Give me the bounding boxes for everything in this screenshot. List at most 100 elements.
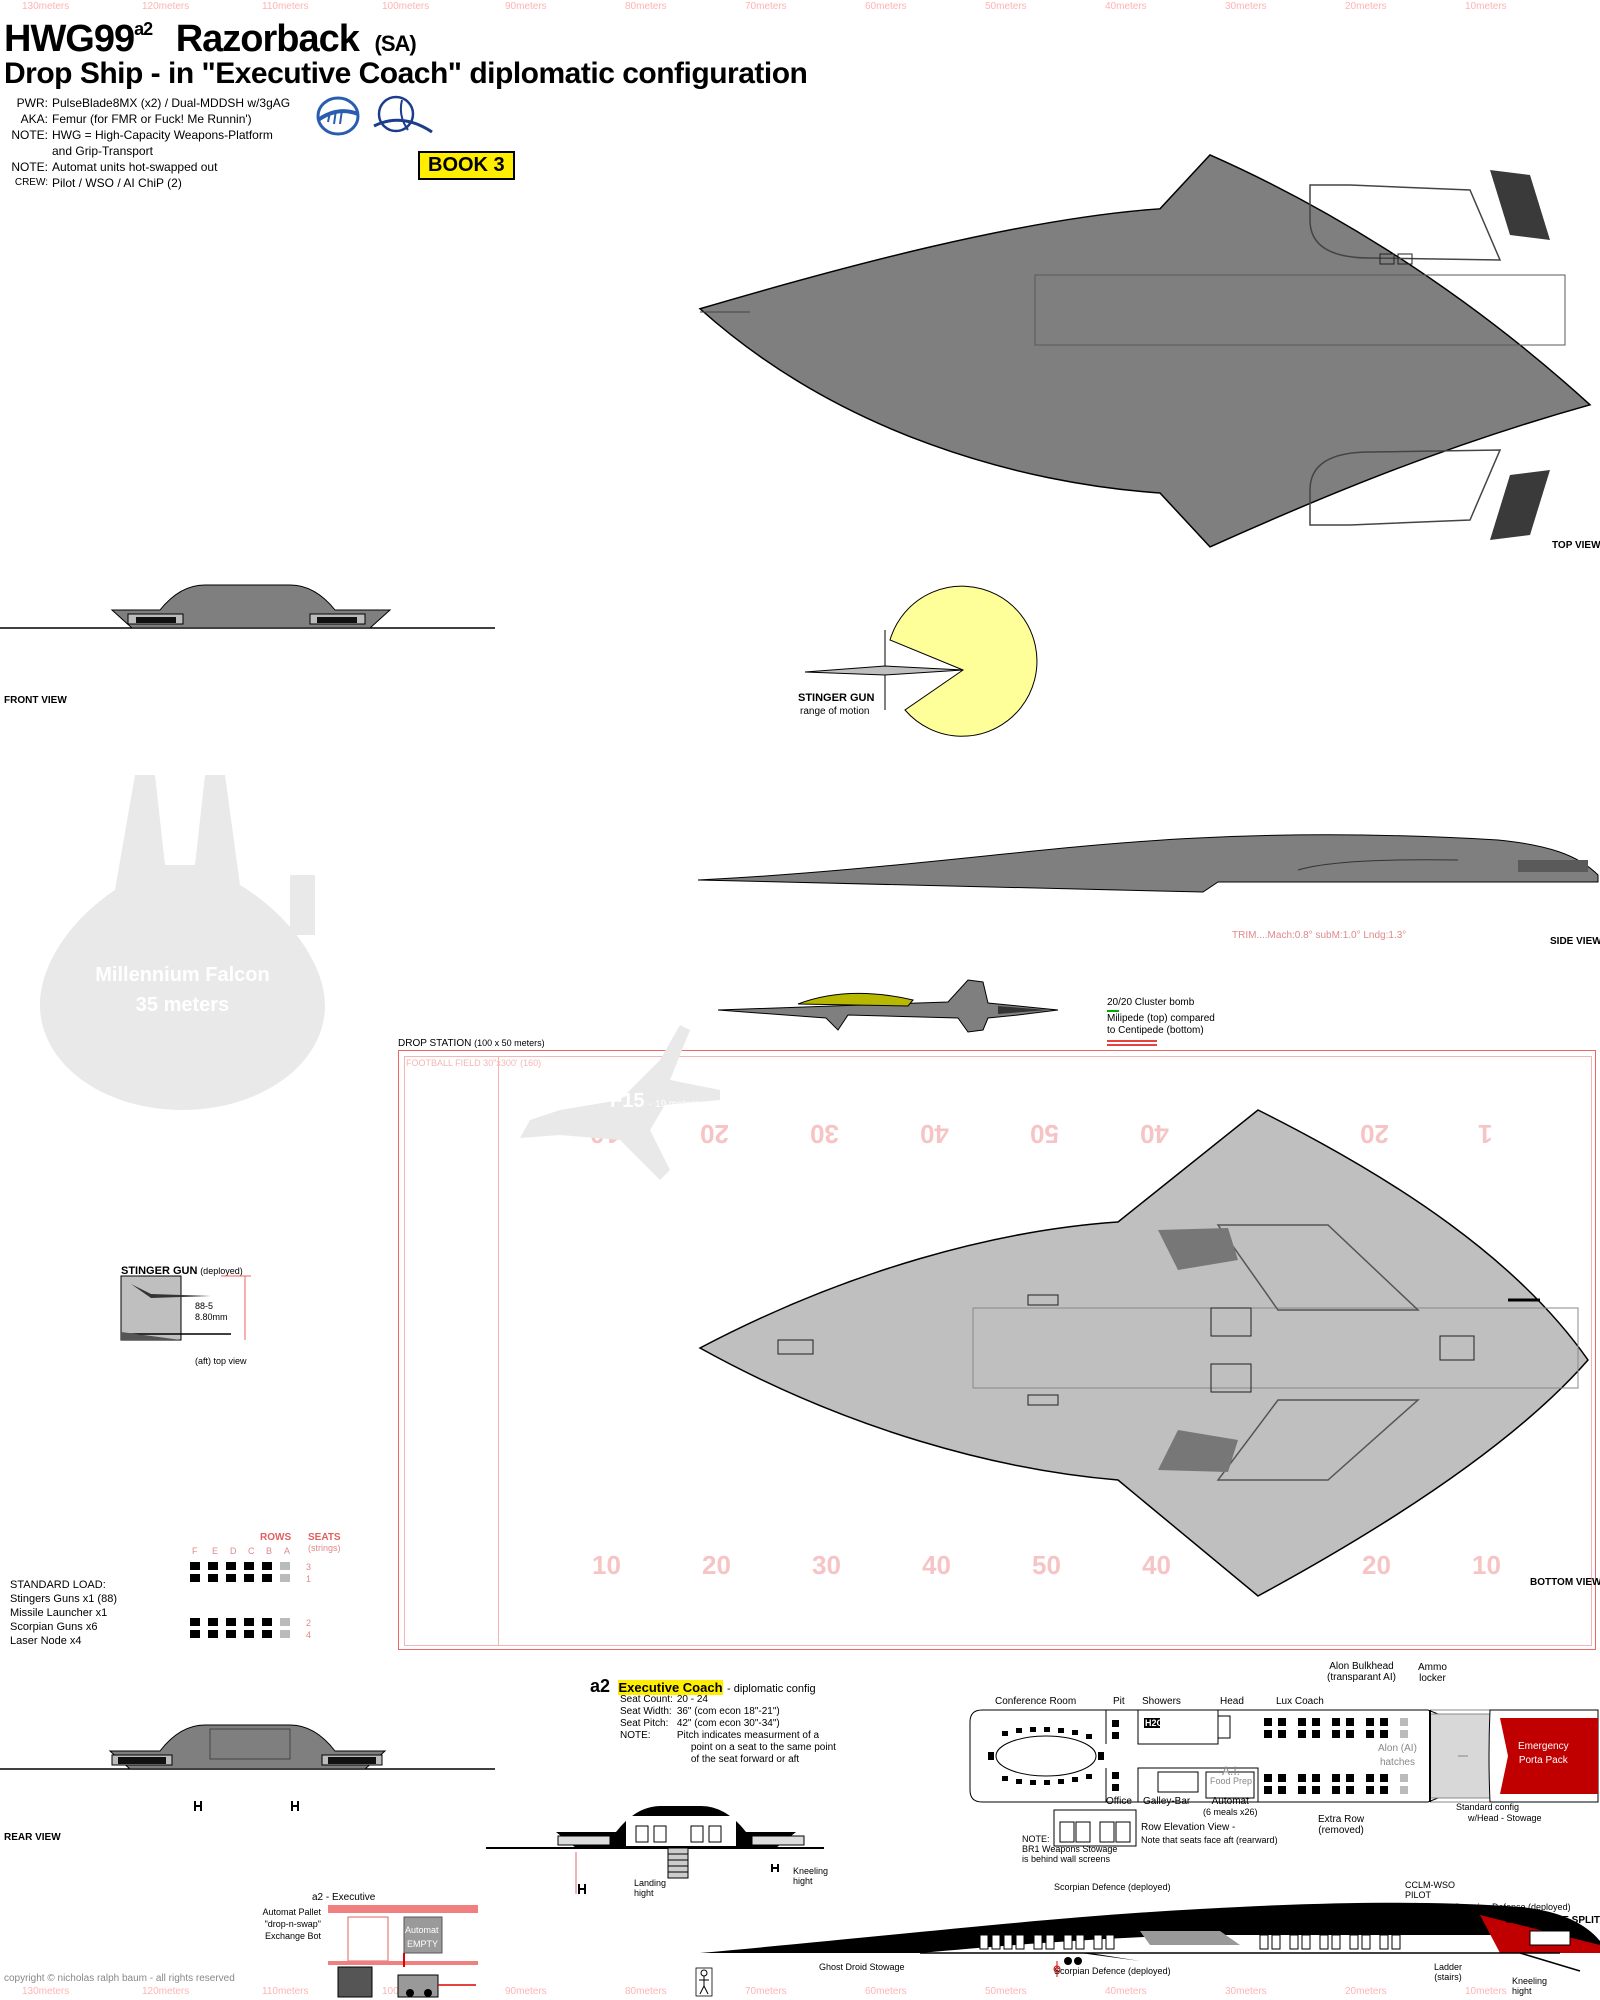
spec-row: AKA:Femur (for FMR or Fuck! Me Runnin') [4, 111, 294, 127]
side-section-drawing [700, 1902, 1600, 1977]
cluster-bomb-title: 20/20 Cluster bomb [1107, 997, 1195, 1008]
spec-row: NOTE:Automat units hot-swapped out [4, 159, 294, 175]
floor-conference-label: Conference Room [995, 1696, 1077, 1707]
boeing-logo-icon [373, 95, 433, 134]
agency-logo-icon [316, 96, 360, 136]
ammo-line: Ammo [1418, 1662, 1447, 1673]
yard-number: 40 [922, 1550, 951, 1580]
yard-number: 40 [1142, 1550, 1171, 1580]
ai-food-prep-label: A.I. Food Prep [1210, 1765, 1253, 1786]
ship-name: Razorback [175, 18, 360, 60]
stinger-aft-label: (aft) top view [195, 1356, 247, 1366]
model-number: HWG99 [4, 18, 135, 60]
floor-lux-label: Lux Coach [1276, 1696, 1324, 1707]
standard-load-item: Missile Launcher x1 [10, 1607, 108, 1619]
ladder-line: Ladder [1434, 1962, 1463, 1972]
rows-header: ROWS [260, 1532, 292, 1543]
side-hight-line: hight [1512, 1986, 1532, 1996]
yard-number: 30 [812, 1550, 841, 1580]
spec-key: CREW: [14, 177, 48, 188]
kneeling-hight: hight [793, 1876, 813, 1886]
strings-header: (strings) [308, 1543, 341, 1553]
ladder-label: Ladder (stairs) [1434, 1962, 1462, 1982]
floor-automat-label: Automat (6 meals x26) [1203, 1796, 1258, 1818]
seat-col-label: B [266, 1546, 273, 1556]
yard-number: 20 [1362, 1550, 1391, 1580]
page-subtitle: Drop Ship - in "Executive Coach" diploma… [4, 57, 808, 90]
scale-label: 50meters [985, 1986, 1027, 1997]
seating-grid: ROWS SEATS (strings) F E D C B A 3 1 2 4 [188, 1532, 348, 1644]
f15-name: F15 [610, 1090, 645, 1112]
scale-label: 70meters [745, 1, 787, 12]
row-elevation-title: Row Elevation View - [1141, 1822, 1236, 1833]
pilot-line: PILOT [1405, 1890, 1432, 1900]
stinger-deployed-drawing [120, 1275, 251, 1341]
spec-value: Femur (for FMR or Fuck! Me Runnin') [52, 112, 252, 126]
yard-number: 10 [592, 1550, 621, 1580]
seats-header: SEATS [308, 1532, 341, 1543]
alon-line: Alon (AI) [1378, 1743, 1417, 1754]
stinger-deployed-label: STINGER GUN (deployed) [121, 1265, 243, 1277]
standard-load-item: Laser Node x4 [10, 1635, 82, 1647]
alon-line: hatches [1379, 1757, 1415, 1768]
scale-label: 100meters [382, 1, 430, 12]
cluster-bomb-line2: to Centipede (bottom) [1107, 1025, 1204, 1036]
scale-label: 40meters [1105, 1986, 1147, 1997]
football-field [404, 1056, 1592, 1646]
kneeling-label: Kneeling [793, 1866, 829, 1876]
automat-empty-label: EMPTY [407, 1939, 439, 1949]
exec-spec-row: of the seat forward or aft [620, 1754, 840, 1766]
scale-label: 90meters [505, 1, 547, 12]
automat-line: Automat [1211, 1796, 1249, 1807]
exec-spec-key: Seat Pitch: [620, 1718, 669, 1729]
emergency-line: Porta Pack [1518, 1755, 1568, 1766]
bottom-view-drawing [698, 1109, 1589, 1597]
br1-note-key: NOTE: [1022, 1834, 1050, 1844]
row-count: 4 [306, 1630, 312, 1640]
top-view-drawing [698, 154, 1592, 548]
rear-view-label: REAR VIEW [4, 1832, 61, 1843]
cclm-label: CCLM-WSO PILOT [1405, 1880, 1455, 1900]
row-elevation-note: Note that seats face aft (rearward) [1141, 1835, 1278, 1845]
standard-load-item: Stingers Guns x1 (88) [10, 1593, 117, 1605]
yard-number: 20 [702, 1550, 731, 1580]
top-view-label: TOP VIEW [1552, 540, 1600, 551]
scale-label: 110meters [262, 1, 309, 12]
bulkhead-line: Alon Bulkhead [1329, 1661, 1394, 1672]
f15-label: F15 - 19 meters [610, 1090, 700, 1113]
standard-load-title: STANDARD LOAD: [10, 1579, 106, 1591]
seat-col-label: E [212, 1546, 219, 1556]
spec-row: PWR:PulseBlade8MX (x2) / Dual-MDDSH w/3g… [4, 95, 294, 111]
stinger-range-subtitle: range of motion [800, 706, 870, 717]
cluster-bomb-drawing [717, 979, 1059, 1033]
exec-spec-key: NOTE: [620, 1730, 651, 1741]
scale-label: 60meters [865, 1, 907, 12]
br1-note: NOTE: BR1 Weapons Stowage is behind wall… [1022, 1834, 1117, 1864]
landing-hight: hight [634, 1888, 654, 1898]
meals-line: (6 meals x26) [1203, 1807, 1258, 1817]
rear-section-drawing [486, 1806, 824, 1894]
person-figure-icon [695, 1967, 713, 1997]
centerline-split-label: CENTERLINE SPLIT [1505, 1915, 1600, 1926]
emergency-line: Emergency [1518, 1741, 1569, 1752]
scale-label: 50meters [985, 1, 1027, 12]
extra-row-label: Extra Row (removed) [1318, 1814, 1364, 1836]
exec-coach-name: Executive Coach [618, 1680, 723, 1695]
end-zone [404, 1056, 499, 1646]
pallet-header: a2 - Executive [312, 1892, 376, 1903]
spec-value: PulseBlade8MX (x2) / Dual-MDDSH w/3gAG [52, 96, 291, 110]
food-prep-label: Food Prep [1210, 1776, 1253, 1786]
exec-coach-prefix: a2 [590, 1676, 611, 1696]
scale-label: 10meters [1465, 1986, 1507, 1997]
stinger-deployed-title: STINGER GUN [121, 1265, 198, 1277]
seat-col-label: A [284, 1546, 291, 1556]
cluster-bomb-markers [1107, 1010, 1157, 1046]
scorpian-defence-2: Scorpian Defence (deployed) [1054, 1966, 1171, 1976]
bottom-view-label: BOTTOM VIEW [1530, 1577, 1600, 1588]
scale-label: 40meters [1105, 1, 1147, 12]
landing-label: Landing [634, 1878, 667, 1888]
exec-spec-row: point on a seat to the same point [620, 1742, 840, 1754]
pallet-line: "drop-n-swap" [264, 1919, 321, 1929]
exec-spec-row: NOTE:Pitch indicates measurment of a [620, 1730, 840, 1742]
drop-station-label: DROP STATION (100 x 50 meters) [398, 1038, 545, 1049]
